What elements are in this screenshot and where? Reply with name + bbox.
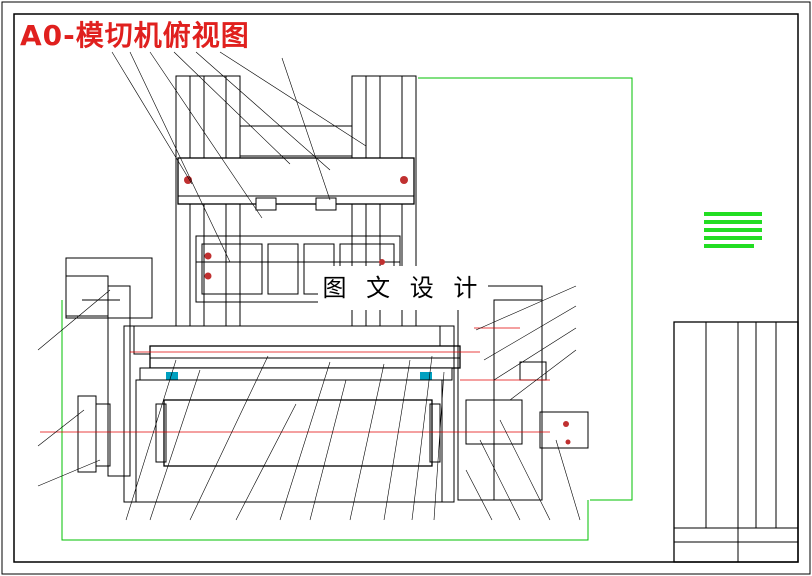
die-bed [133,325,461,381]
watermark: 图 文 设 计 [318,266,488,310]
title-block [673,321,799,563]
upper-crossbar [177,157,415,211]
centerlines [40,327,550,433]
sheet-inner-border [13,13,799,563]
lower-frame [123,325,455,503]
left-drive [65,257,153,477]
assembly-boundary [61,77,633,541]
leader-lines [37,51,581,521]
drawing-title: A0-模切机俯视图 [20,19,250,52]
right-drive [457,285,589,501]
technical-notes [704,212,762,248]
